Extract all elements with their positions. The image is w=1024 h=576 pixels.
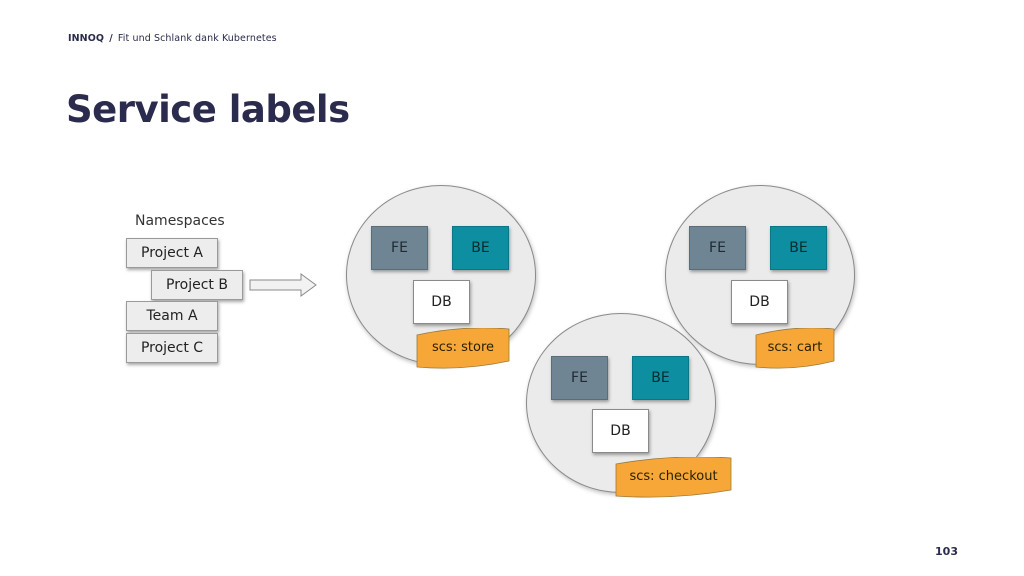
brand-name: INNOQ: [68, 33, 105, 44]
page-number: 103: [935, 545, 958, 558]
database-box: DB: [731, 280, 788, 324]
namespace-box: Project B: [151, 270, 243, 300]
arrow-right-icon: [249, 273, 317, 297]
namespaces-label: Namespaces: [135, 213, 225, 229]
frontend-box: FE: [551, 356, 608, 400]
service-label-text: scs: store: [431, 340, 495, 355]
database-box: DB: [413, 280, 470, 324]
backend-box: BE: [452, 226, 509, 270]
presentation-subtitle: Fit und Schlank dank Kubernetes: [117, 33, 277, 44]
slide-title: Service labels: [66, 88, 350, 131]
service-label-text: scs: checkout: [629, 469, 718, 484]
frontend-box: FE: [689, 226, 746, 270]
service-label-tag: scs: cart: [755, 328, 835, 370]
slide-header: INNOQ / Fit und Schlank dank Kubernetes: [68, 33, 277, 44]
header-separator: /: [109, 33, 113, 44]
frontend-box: FE: [371, 226, 428, 270]
backend-box: BE: [770, 226, 827, 270]
backend-box: BE: [632, 356, 689, 400]
service-label-tag: scs: checkout: [615, 457, 732, 499]
service-label-tag: scs: store: [416, 328, 510, 370]
namespace-box: Project A: [126, 238, 218, 268]
label-tag-shape: [416, 328, 510, 369]
namespace-box: Team A: [126, 301, 218, 331]
namespace-box: Project C: [126, 333, 218, 363]
label-tag-shape: [755, 328, 835, 369]
service-label-text: scs: cart: [767, 340, 823, 355]
label-tag-shape: [615, 457, 732, 498]
database-box: DB: [592, 409, 649, 453]
